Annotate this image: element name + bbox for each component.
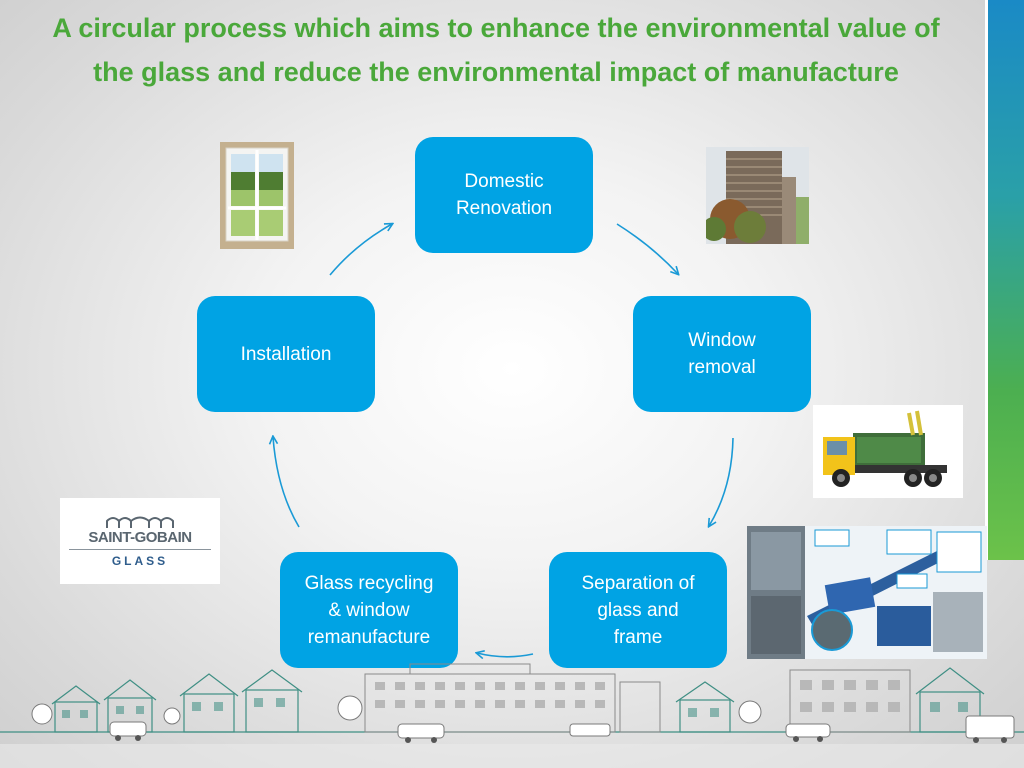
node-domestic-renovation: Domestic Renovation bbox=[415, 137, 593, 253]
node-installation: Installation bbox=[197, 296, 375, 412]
node-window-removal: Window removal bbox=[633, 296, 811, 412]
arrow-separation-to-recycling bbox=[477, 653, 534, 657]
node-separation: Separation of glass and frame bbox=[549, 552, 727, 668]
city-skyline-illustration bbox=[0, 663, 1024, 768]
logo-company-name: SAINT-GOBAIN bbox=[88, 529, 192, 546]
saint-gobain-glass-logo: SAINT-GOBAIN GLASS bbox=[60, 498, 220, 584]
node-label: Domestic Renovation bbox=[455, 171, 553, 219]
apartment-building-photo bbox=[706, 147, 809, 244]
node-glass-recycling: Glass recycling & window remanufacture bbox=[280, 552, 458, 668]
arches-icon bbox=[106, 516, 174, 528]
node-label: Installation bbox=[240, 343, 332, 365]
side-bar-separator bbox=[985, 0, 988, 560]
logo-divider bbox=[69, 549, 211, 550]
arrow-installation-to-renovation bbox=[329, 224, 392, 276]
side-accent-bar bbox=[988, 0, 1024, 560]
node-label: Glass recycling & window remanufacture bbox=[304, 572, 434, 648]
skip-truck-photo bbox=[813, 405, 963, 498]
node-label: Separation of glass and frame bbox=[581, 572, 695, 648]
arrow-renovation-to-removal bbox=[616, 223, 678, 274]
recycling-plant-infographic bbox=[747, 526, 987, 659]
logo-division-name: GLASS bbox=[111, 554, 169, 568]
slide-title: A circular process which aims to enhance… bbox=[52, 13, 940, 87]
arrow-removal-to-separation bbox=[709, 437, 734, 526]
arrow-recycling-to-installation bbox=[273, 437, 300, 528]
node-label: Window removal bbox=[688, 330, 756, 378]
window-photo bbox=[220, 142, 294, 249]
